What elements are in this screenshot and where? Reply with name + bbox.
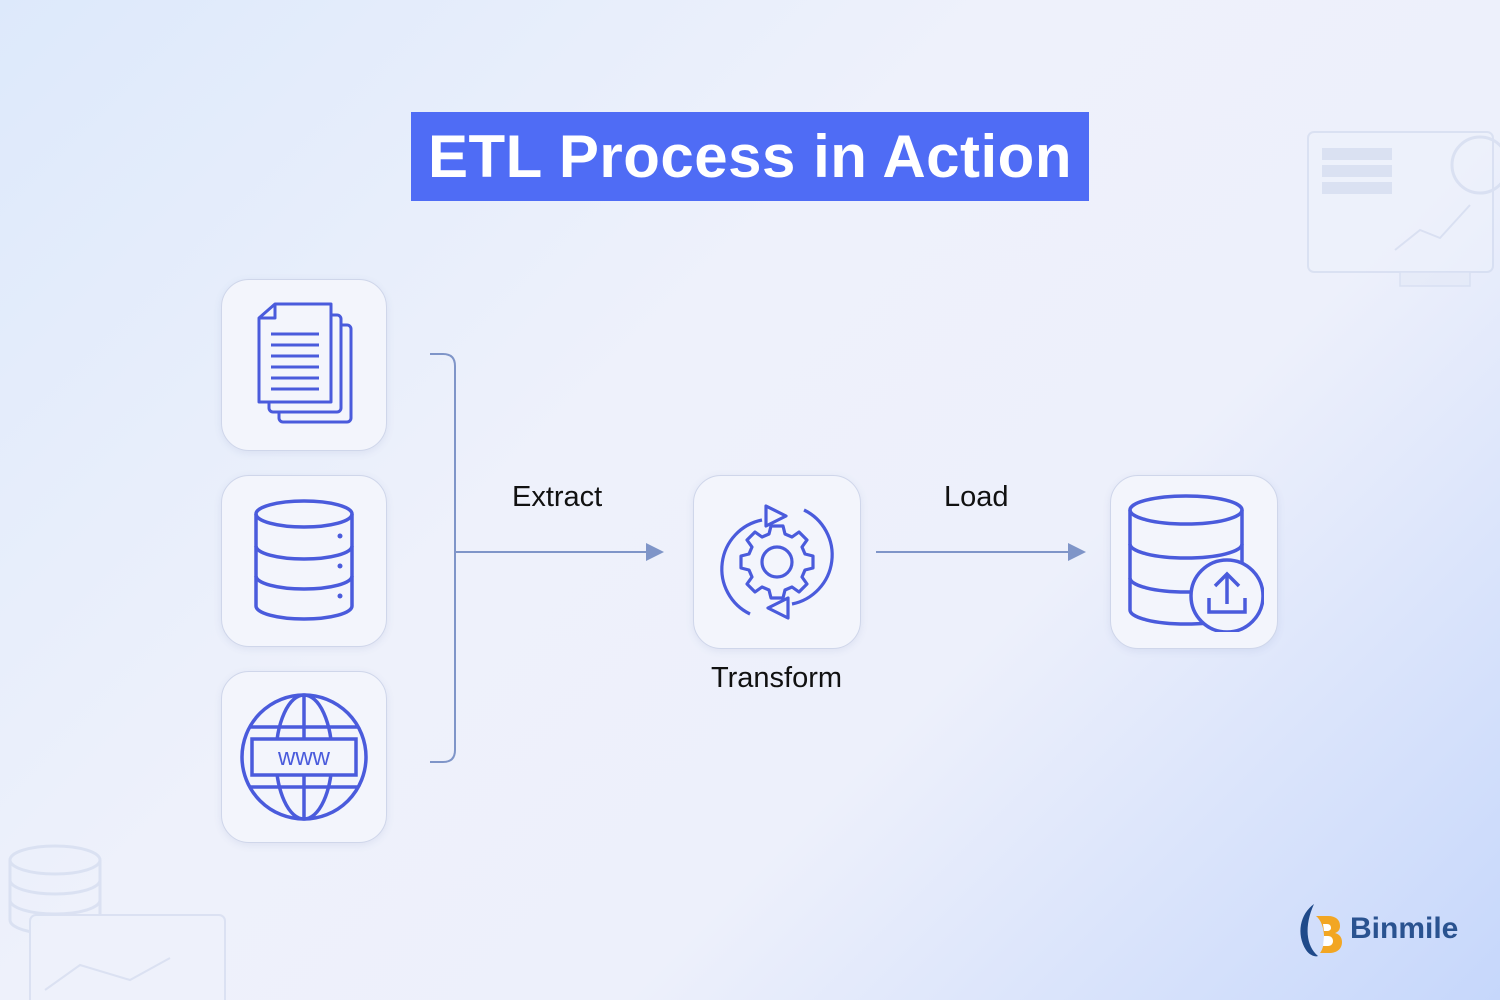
database-icon <box>254 499 354 621</box>
documents-icon <box>257 302 353 424</box>
load-arrowhead <box>1068 543 1086 561</box>
brand-logo: Binmile <box>1296 900 1458 958</box>
brand-name: Binmile <box>1350 912 1459 945</box>
database-upload-icon <box>1128 494 1264 632</box>
load-label: Load <box>944 481 1009 513</box>
source-tile-documents <box>221 279 387 451</box>
dashboard-decoration-icon <box>1307 131 1500 287</box>
extract-arrowhead <box>646 543 664 561</box>
source-tile-web: www <box>221 671 387 843</box>
binmile-logo-icon <box>1300 904 1342 957</box>
source-tile-database <box>221 475 387 647</box>
transform-tile <box>693 475 861 649</box>
page-title: ETL Process in Action <box>411 112 1089 201</box>
gear-cycle-icon <box>720 504 834 620</box>
transform-label: Transform <box>711 662 843 694</box>
extract-label: Extract <box>512 481 603 513</box>
target-tile <box>1110 475 1278 649</box>
sources-bracket <box>430 353 456 763</box>
globe-www-icon: www <box>240 693 368 821</box>
www-label: www <box>277 744 331 771</box>
database-decoration-icon <box>8 844 226 1000</box>
